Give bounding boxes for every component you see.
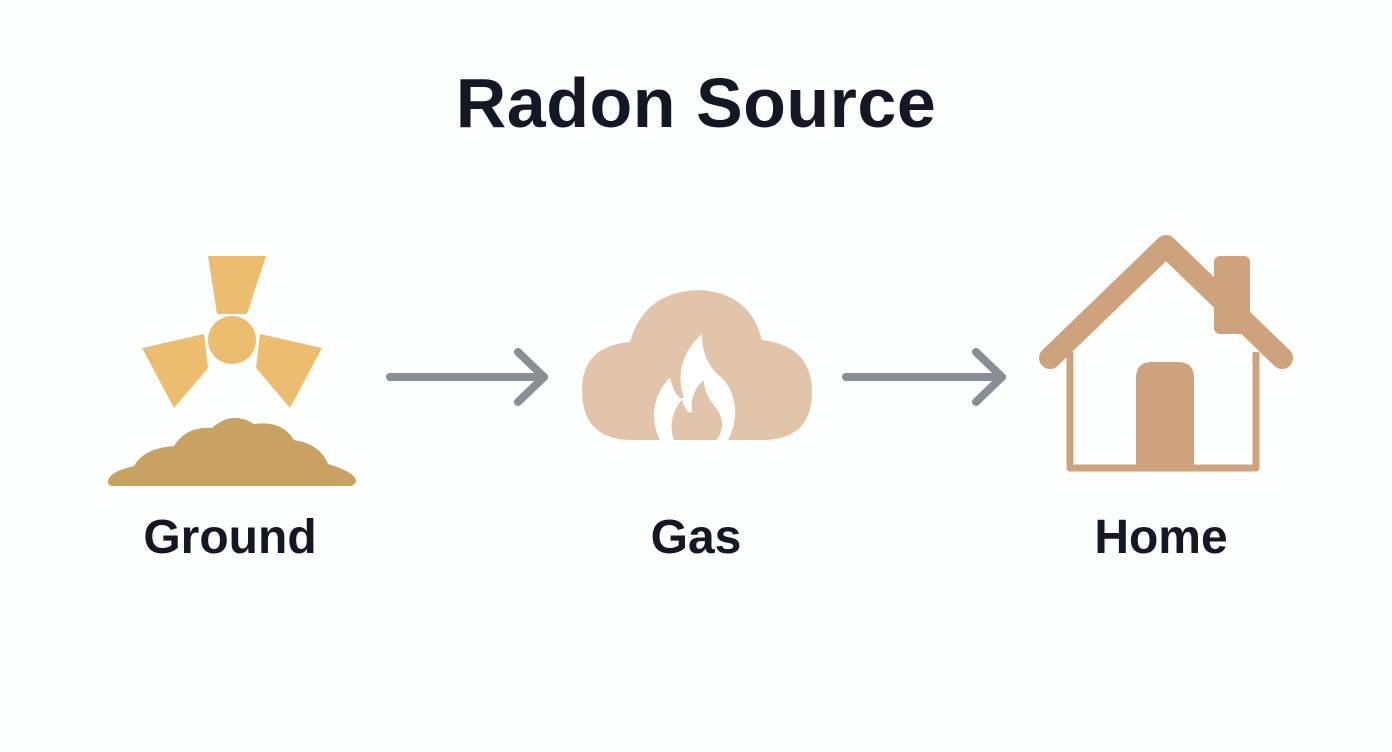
gas-cloud-flame-icon bbox=[578, 282, 816, 446]
step-label-ground: Ground bbox=[143, 511, 317, 564]
radiation-ground-svg bbox=[108, 256, 356, 486]
arrow-right-icon bbox=[842, 348, 1006, 406]
radiation-ground-icon bbox=[100, 248, 362, 493]
house-svg bbox=[1039, 235, 1293, 472]
arrow-ground-to-gas bbox=[384, 344, 554, 415]
flame-inner bbox=[671, 380, 722, 440]
arrow-right-icon bbox=[386, 348, 548, 406]
house-door bbox=[1136, 362, 1194, 470]
step-label-home: Home bbox=[1094, 511, 1228, 564]
arrow-gas-to-home bbox=[840, 344, 1012, 415]
diagram-title: Radon Source bbox=[455, 64, 937, 142]
gas-cloud-svg bbox=[582, 290, 812, 440]
radiation-blade-right bbox=[256, 334, 322, 408]
radiation-center bbox=[208, 316, 256, 364]
house-roof bbox=[1039, 235, 1293, 369]
house-icon bbox=[1036, 232, 1298, 480]
radiation-blade-left bbox=[142, 334, 208, 408]
soil-mound bbox=[108, 417, 356, 486]
radiation-blade-top bbox=[208, 256, 266, 314]
step-label-gas: Gas bbox=[650, 511, 742, 564]
radiation-symbol bbox=[142, 256, 322, 408]
